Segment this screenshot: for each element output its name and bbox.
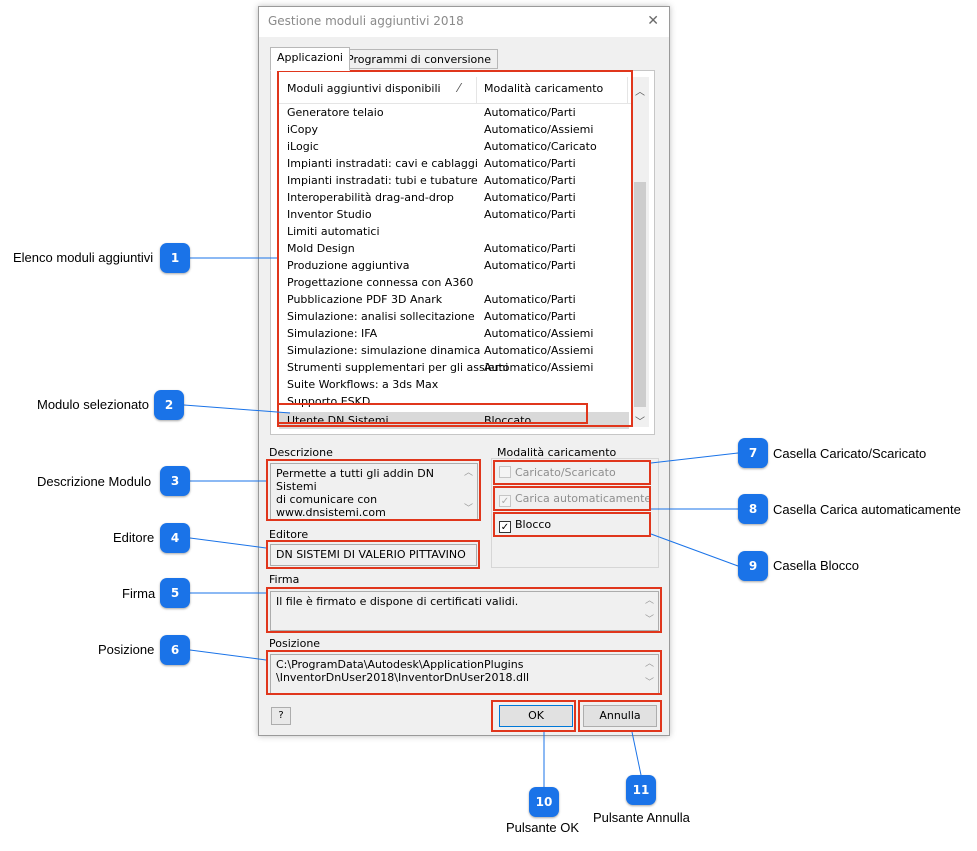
callout-label: Pulsante OK bbox=[506, 820, 579, 835]
scroll-up-icon[interactable]: ︿ bbox=[464, 468, 474, 478]
modalita-groupbox bbox=[491, 458, 659, 568]
annulla-button[interactable]: Annulla bbox=[583, 705, 657, 727]
scroll-up-icon[interactable]: ︿ bbox=[645, 596, 655, 606]
tab-programmi-conversione[interactable]: Programmi di conversione bbox=[340, 49, 499, 69]
callout-badge: 7 bbox=[738, 438, 768, 468]
ok-button[interactable]: OK bbox=[499, 705, 573, 727]
checkmark-icon: ✓ bbox=[499, 495, 511, 507]
callout-badge: 3 bbox=[160, 466, 190, 496]
posizione-line: \InventorDnUser2018\InventorDnUser2018.d… bbox=[276, 671, 530, 684]
callout-badge: 10 bbox=[529, 787, 559, 817]
caricato-checkbox[interactable]: Caricato/Scaricato bbox=[499, 466, 616, 482]
checkmark-icon: ✓ bbox=[499, 521, 511, 533]
title-bar: Gestione moduli aggiuntivi 2018 ✕ bbox=[259, 7, 669, 37]
list-item[interactable]: Suite Workflows: a 3ds Max bbox=[287, 378, 439, 391]
close-icon[interactable]: ✕ bbox=[647, 13, 659, 29]
callout-label: Casella Carica automaticamente bbox=[773, 502, 961, 517]
posizione-label: Posizione bbox=[269, 637, 321, 650]
modalita-label: Modalità caricamento bbox=[497, 446, 617, 459]
firma-value: Il file è firmato e dispone di certifica… bbox=[276, 595, 519, 608]
scroll-up-icon[interactable]: ︿ bbox=[635, 87, 645, 98]
editore-label: Editore bbox=[269, 528, 309, 541]
firma-label: Firma bbox=[269, 573, 300, 586]
tab-label: Applicazioni bbox=[277, 51, 343, 64]
sort-indicator-icon: ⁄ bbox=[458, 81, 461, 95]
scroll-up-icon[interactable]: ︿ bbox=[645, 659, 655, 669]
descrizione-line: di comunicare con bbox=[276, 493, 378, 506]
callout-badge: 9 bbox=[738, 551, 768, 581]
blocco-checkbox[interactable]: ✓ Blocco bbox=[499, 518, 551, 534]
dialog-title: Gestione moduli aggiuntivi 2018 bbox=[268, 14, 464, 28]
scroll-down-icon[interactable]: ﹀ bbox=[645, 678, 655, 688]
descrizione-label: Descrizione bbox=[269, 446, 333, 459]
addin-list[interactable]: Moduli aggiuntivi disponibili ⁄ Modalità… bbox=[279, 77, 649, 429]
callout-badge: 2 bbox=[154, 390, 184, 420]
list-header: Moduli aggiuntivi disponibili ⁄ Modalità… bbox=[279, 77, 631, 104]
field-scrollbar[interactable]: ︿ ﹀ bbox=[642, 656, 657, 692]
descrizione-line: www.dnsistemi.com bbox=[276, 506, 386, 519]
checkbox-label: Blocco bbox=[515, 518, 552, 531]
help-icon[interactable]: ? bbox=[271, 707, 291, 725]
checkbox-label: Caricato/Scaricato bbox=[515, 466, 616, 479]
callout-label: Posizione bbox=[98, 642, 155, 657]
posizione-line: C:\ProgramData\Autodesk\ApplicationPlugi… bbox=[276, 658, 524, 671]
callout-badge: 5 bbox=[160, 578, 190, 608]
checkbox-label: Carica automaticamente bbox=[515, 492, 652, 505]
carica-auto-checkbox[interactable]: ✓ Carica automaticamente bbox=[499, 492, 651, 508]
scroll-down-icon[interactable]: ﹀ bbox=[645, 615, 655, 625]
scrollbar-thumb[interactable] bbox=[634, 182, 646, 407]
callout-label: Editore bbox=[113, 530, 155, 545]
column-header-name[interactable]: Moduli aggiuntivi disponibili bbox=[287, 82, 441, 95]
scroll-down-icon[interactable]: ﹀ bbox=[464, 504, 474, 514]
posizione-field[interactable]: C:\ProgramData\Autodesk\ApplicationPlugi… bbox=[270, 654, 659, 694]
checkbox-icon bbox=[499, 466, 511, 478]
callout-label: Casella Caricato/Scaricato bbox=[773, 446, 927, 461]
callout-label: Pulsante Annulla bbox=[593, 810, 690, 825]
callout-badge: 11 bbox=[626, 775, 656, 805]
descrizione-field[interactable]: Permette a tutti gli addin DN Sistemi di… bbox=[270, 463, 478, 520]
callout-badge: 4 bbox=[160, 523, 190, 553]
addin-manager-dialog: Gestione moduli aggiuntivi 2018 ✕ Applic… bbox=[258, 6, 670, 736]
firma-field[interactable]: Il file è firmato e dispone di certifica… bbox=[270, 591, 659, 631]
callout-label: Firma bbox=[122, 586, 156, 601]
callout-badge: 8 bbox=[738, 494, 768, 524]
callout-badge: 1 bbox=[160, 243, 190, 273]
callout-label: Descrizione Modulo bbox=[37, 474, 152, 489]
callout-badge: 6 bbox=[160, 635, 190, 665]
field-scrollbar[interactable]: ︿ ﹀ bbox=[642, 593, 657, 629]
list-scrollbar[interactable]: ︿ ﹀ bbox=[632, 77, 649, 428]
descrizione-line: Permette a tutti gli addin DN Sistemi bbox=[276, 467, 434, 493]
callout-label: Casella Blocco bbox=[773, 558, 859, 573]
tab-label: Programmi di conversione bbox=[347, 53, 492, 66]
editore-field[interactable]: DN SISTEMI DI VALERIO PITTAVINO bbox=[270, 544, 477, 566]
callout-label: Modulo selezionato bbox=[37, 397, 150, 412]
editore-value: DN SISTEMI DI VALERIO PITTAVINO bbox=[276, 548, 466, 561]
tab-applicazioni[interactable]: Applicazioni bbox=[270, 47, 350, 71]
scroll-down-icon[interactable]: ﹀ bbox=[635, 417, 645, 428]
field-scrollbar[interactable]: ︿ ﹀ bbox=[461, 465, 476, 518]
list-item[interactable]: Limiti automatici bbox=[287, 225, 380, 238]
list-item[interactable]: Progettazione connessa con A360 bbox=[287, 276, 474, 289]
column-header-load-mode[interactable]: Modalità caricamento bbox=[484, 82, 604, 95]
callout-label: Elenco moduli aggiuntivi bbox=[13, 250, 154, 265]
